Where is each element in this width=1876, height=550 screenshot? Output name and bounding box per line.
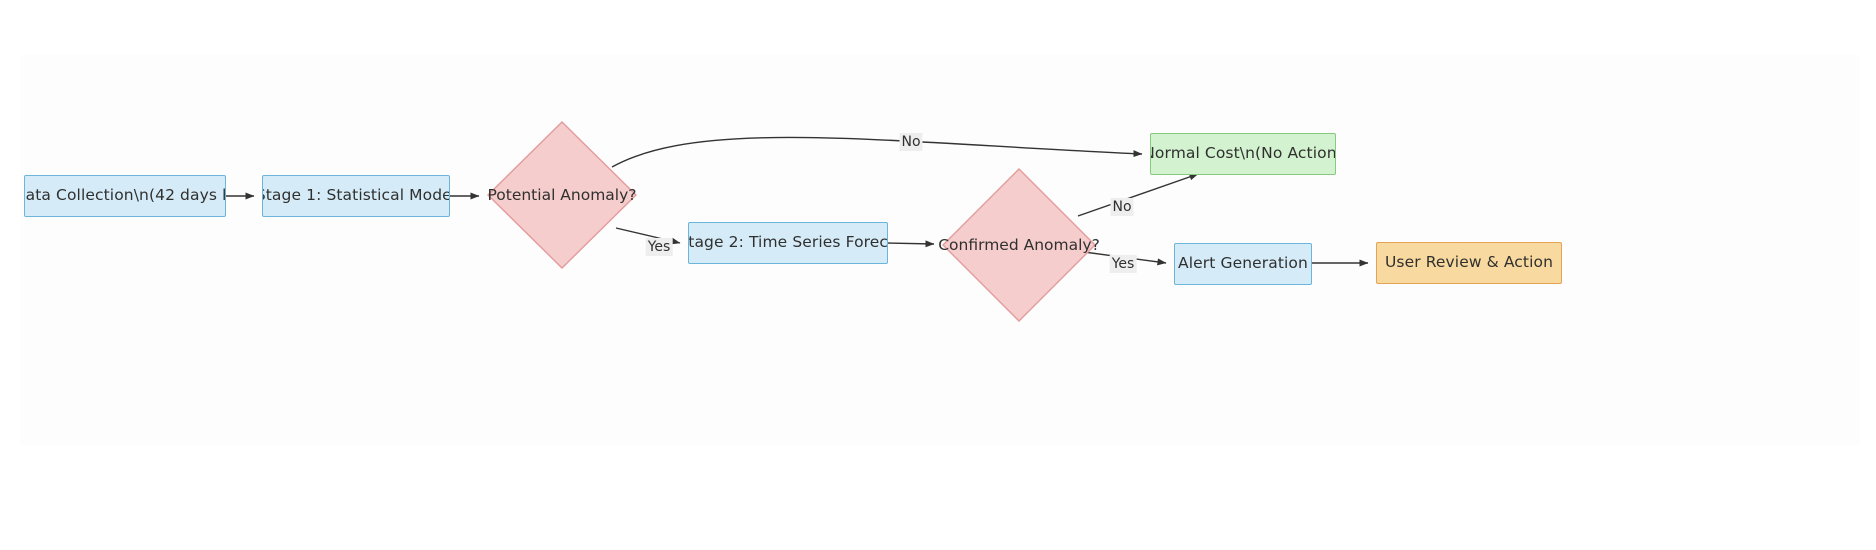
node-label: Alert Generation: [1178, 254, 1308, 273]
edge-e5: [887, 240, 935, 248]
node-confirmed-anomaly[interactable]: Confirmed Anomaly?: [938, 168, 1100, 322]
node-label: User Review & Action: [1384, 253, 1554, 272]
diamond-shape-icon: [942, 168, 1096, 322]
edge-e3: [611, 136, 1143, 168]
node-label: Stage 1: Statistical Model: [262, 186, 450, 205]
edge-label-e4: Yes: [645, 237, 673, 257]
node-label: Data Collection\n(42 days hi: [24, 186, 226, 205]
node-user-review[interactable]: User Review & Action: [1376, 242, 1562, 284]
edge-label-e7: Yes: [1109, 254, 1137, 274]
diamond-shape-icon: [487, 121, 637, 269]
node-stage-2[interactable]: Stage 2: Time Series Foreca: [688, 222, 888, 264]
edge-e6: [1077, 173, 1199, 217]
node-normal-cost[interactable]: Normal Cost\n(No Action): [1150, 133, 1336, 175]
node-label: Normal Cost\n(No Action): [1150, 144, 1336, 163]
node-label: Stage 2: Time Series Foreca: [688, 233, 888, 252]
node-potential-anomaly[interactable]: Potential Anomaly?: [487, 121, 637, 269]
node-alert-generation[interactable]: Alert Generation: [1174, 243, 1312, 285]
edge-label-e6: No: [1110, 197, 1134, 217]
node-stage-1[interactable]: Stage 1: Statistical Model: [262, 175, 450, 217]
edge-paths: [226, 136, 1369, 267]
node-data-collection[interactable]: Data Collection\n(42 days hi: [24, 175, 226, 217]
edge-label-e3: No: [899, 132, 923, 152]
